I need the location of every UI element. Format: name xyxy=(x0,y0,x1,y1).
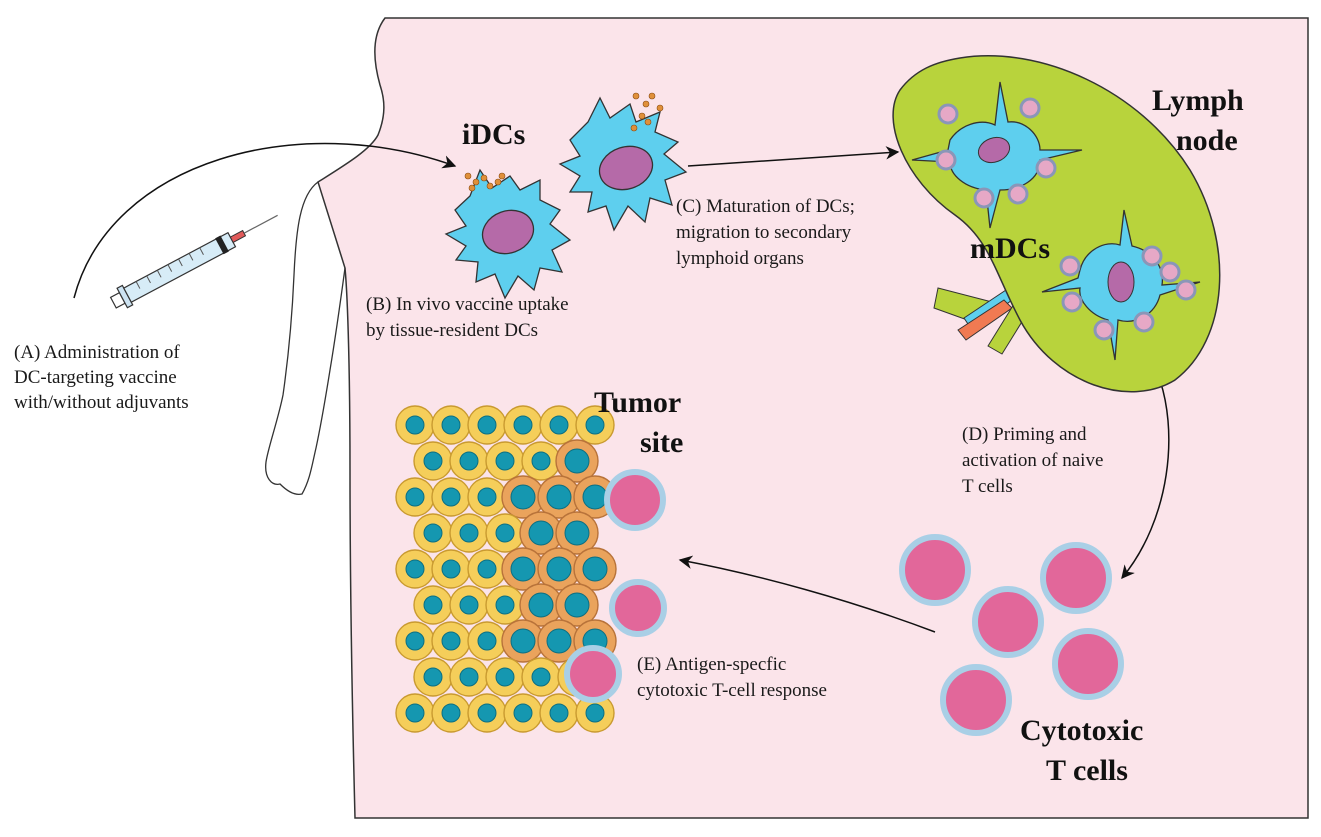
step-c-line1: (C) Maturation of DCs; xyxy=(676,196,855,217)
tumor-cell-nucleus xyxy=(441,703,461,723)
tumor-cell-nucleus xyxy=(441,415,461,435)
tumor-cell-nucleus xyxy=(582,484,608,510)
arrow-b-to-c xyxy=(687,146,900,167)
tumor-cell-nucleus xyxy=(477,415,497,435)
tumor-cell-nucleus xyxy=(582,556,608,582)
human-silhouette xyxy=(265,181,346,496)
tumor-cell-nucleus xyxy=(546,556,572,582)
lymph-node-icon xyxy=(892,55,1221,393)
tumor-cell-nucleus xyxy=(549,703,569,723)
tumor-cell-nucleus xyxy=(564,448,590,474)
tumor-cell-nucleus xyxy=(405,559,425,579)
tumor-cell-nucleus xyxy=(546,628,572,654)
lymph-t-cells xyxy=(935,97,1197,341)
tumor-cell-nucleus xyxy=(495,595,515,615)
tumor-cell-nucleus xyxy=(477,703,497,723)
tumor-cell-nucleus xyxy=(441,631,461,651)
arrow-a-to-b xyxy=(73,142,457,299)
tumor-cell-nucleus xyxy=(510,556,536,582)
tumor-cell-nucleus xyxy=(546,484,572,510)
label-t-cells: T cells xyxy=(1046,754,1128,787)
tumor-cell-nucleus xyxy=(549,415,569,435)
step-c-line2: migration to secondary xyxy=(676,222,852,243)
label-node: node xyxy=(1176,124,1238,157)
step-a-line1: (A) Administration of xyxy=(14,342,180,363)
label-tumor: Tumor xyxy=(594,386,681,419)
tumor-cell-nucleus xyxy=(459,451,479,471)
tumor-cell-nucleus xyxy=(477,559,497,579)
tumor-cell-nucleus xyxy=(495,523,515,543)
tumor-cell-nucleus xyxy=(423,595,443,615)
tumor-cell-nucleus xyxy=(405,631,425,651)
step-d-line2: activation of naive xyxy=(962,450,1103,471)
tumor-cell-icon xyxy=(395,405,617,733)
tumor-cell-nucleus xyxy=(423,523,443,543)
tumor-cell-nucleus xyxy=(531,667,551,687)
step-a-line3: with/without adjuvants xyxy=(14,392,189,413)
t-cell-icon xyxy=(564,469,1124,736)
tumor-cell-nucleus xyxy=(585,703,605,723)
tumor-cell-nucleus xyxy=(528,592,554,618)
label-idcs: iDCs xyxy=(462,118,525,151)
tumor-cell-nucleus xyxy=(459,595,479,615)
tumor-cell-nucleus xyxy=(513,703,533,723)
tumor-cell-nucleus xyxy=(528,520,554,546)
arrow-d-to-e xyxy=(678,555,936,633)
tumor-cell-nucleus xyxy=(510,484,536,510)
dendritic-cell-icon xyxy=(444,92,688,300)
tumor-cell-nucleus xyxy=(564,592,590,618)
step-e-line1: (E) Antigen-specfic xyxy=(637,654,786,675)
tumor-cell-nucleus xyxy=(585,415,605,435)
antigen-particles xyxy=(464,92,664,192)
step-c-line3: lymphoid organs xyxy=(676,248,804,269)
tumor-cell-nucleus xyxy=(531,451,551,471)
tumor-cell-nucleus xyxy=(495,667,515,687)
tumor-cell-nucleus xyxy=(405,703,425,723)
label-site: site xyxy=(640,426,683,459)
tumor-cell-nucleus xyxy=(441,559,461,579)
step-d-line1: (D) Priming and xyxy=(962,424,1087,445)
step-d-line3: T cells xyxy=(962,476,1013,497)
step-b-line1: (B) In vivo vaccine uptake xyxy=(366,294,569,315)
tumor-cell-nucleus xyxy=(459,523,479,543)
tumor-cell-nucleus xyxy=(513,415,533,435)
tumor-cell-nucleus xyxy=(423,667,443,687)
step-e-line2: cytotoxic T-cell response xyxy=(637,680,827,701)
tumor-cell-nucleus xyxy=(564,520,590,546)
label-cytotoxic: Cytotoxic xyxy=(1020,714,1143,747)
arrow-c-to-d xyxy=(1121,371,1170,580)
step-a-line2: DC-targeting vaccine xyxy=(14,367,177,388)
tumor-cell-nucleus xyxy=(495,451,515,471)
syringe-icon xyxy=(109,214,278,309)
label-mdcs: mDCs xyxy=(970,232,1050,265)
tumor-cell-nucleus xyxy=(459,667,479,687)
tumor-cell-nucleus xyxy=(477,487,497,507)
tumor-cell-nucleus xyxy=(477,631,497,651)
tumor-cell-nucleus xyxy=(405,415,425,435)
tumor-cell-nucleus xyxy=(423,451,443,471)
step-b-line2: by tissue-resident DCs xyxy=(366,320,538,341)
tumor-cell-nucleus xyxy=(441,487,461,507)
label-lymph: Lymph xyxy=(1152,84,1244,117)
tumor-cell-nucleus xyxy=(510,628,536,654)
tumor-cell-nucleus xyxy=(405,487,425,507)
